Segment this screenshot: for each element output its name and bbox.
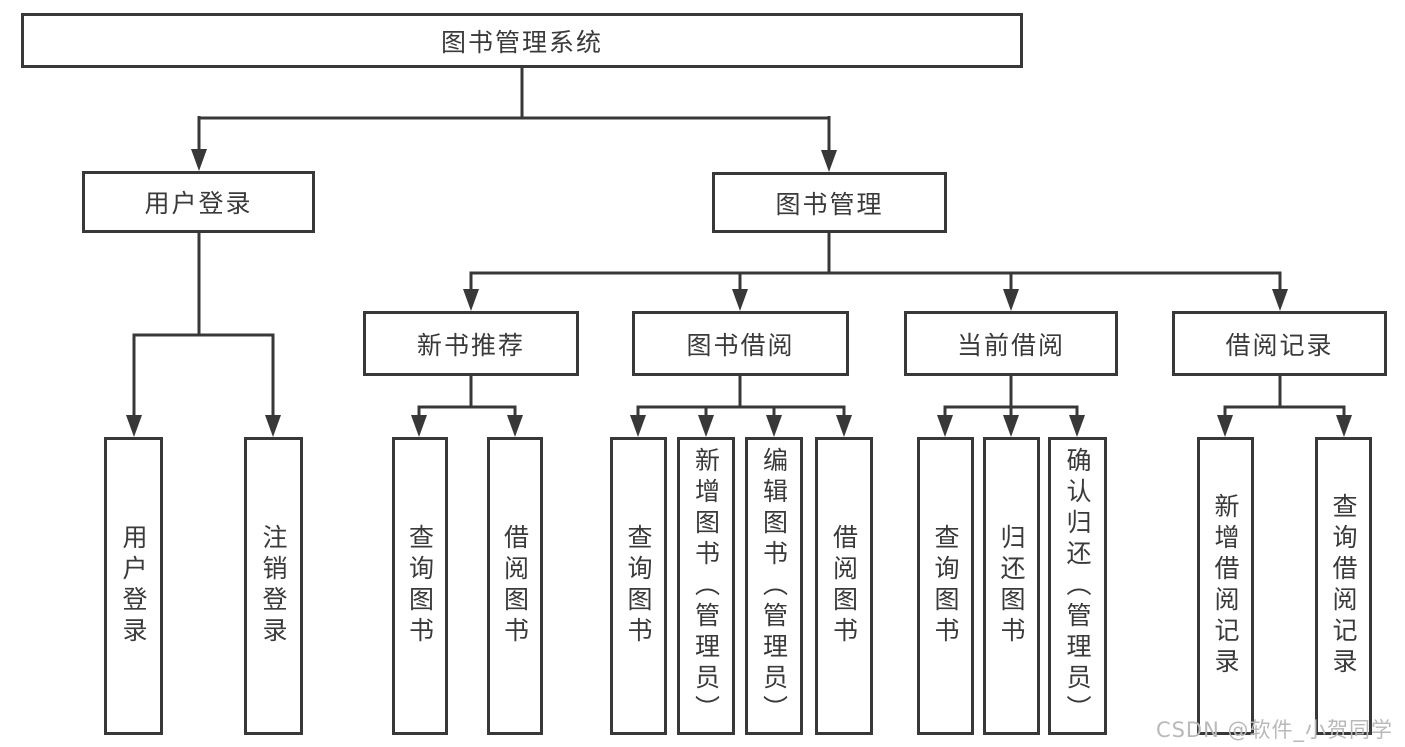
leaf-add-book-admin: 新增图书（管理员） [677, 437, 735, 735]
leaf-label: 查询图书 [405, 524, 435, 648]
leaf-label: 查询图书 [931, 524, 960, 648]
node-label: 新书推荐 [416, 330, 525, 360]
leaf-label: 查询借阅记录 [1329, 493, 1358, 679]
node-borrowing-records: 借阅记录 [1172, 311, 1387, 376]
node-library-management-system: 图书管理系统 [21, 13, 1023, 68]
connector-new-book-branch [417, 376, 517, 419]
leaf-user-login: 用户登录 [104, 437, 163, 735]
connector-book-management-branch [469, 233, 1282, 293]
leaf-label: 查询图书 [624, 524, 653, 648]
node-label: 图书管理 [775, 189, 884, 219]
leaf-label: 用户登录 [119, 524, 148, 648]
leaf-return-book: 归还图书 [983, 437, 1040, 735]
leaf-confirm-return-admin: 确认归还（管理员） [1048, 437, 1107, 735]
leaf-label: 归还图书 [997, 524, 1026, 648]
leaf-label: 编辑图书（管理员） [759, 446, 789, 726]
connector-book-borrow-branch [636, 376, 846, 419]
leaf-label: 新增图书（管理员） [691, 446, 721, 726]
node-label: 用户登录 [144, 189, 253, 218]
connector-borrow-record-branch [1223, 376, 1346, 419]
node-book-borrowing: 图书借阅 [632, 311, 849, 376]
leaf-label: 注销登录 [259, 524, 288, 648]
leaf-label: 借阅图书 [829, 524, 859, 648]
leaf-logout: 注销登录 [244, 437, 303, 735]
node-new-book-recommendation: 新书推荐 [363, 311, 579, 376]
arrowhead-icons [126, 149, 1352, 437]
leaf-query-borrow-record: 查询借阅记录 [1315, 437, 1372, 735]
leaf-label: 确认归还（管理员） [1063, 446, 1092, 726]
leaf-query-books-recommend: 查询图书 [392, 437, 448, 735]
node-book-management: 图书管理 [712, 172, 947, 233]
leaf-label: 借阅图书 [500, 524, 530, 648]
connector-user-login-branch [132, 233, 275, 419]
connector-current-borrow-branch [943, 376, 1079, 419]
node-current-borrowing: 当前借阅 [904, 311, 1118, 376]
leaf-edit-book-admin: 编辑图书（管理员） [745, 437, 803, 735]
node-user-login: 用户登录 [82, 171, 315, 233]
csdn-watermark: CSDN @软件_小贺同学 [1155, 718, 1393, 742]
leaf-borrow-books-borrowing: 借阅图书 [815, 437, 873, 735]
node-label: 借阅记录 [1225, 330, 1334, 360]
leaf-query-books-borrowing: 查询图书 [610, 437, 667, 735]
connector-root-branch [197, 68, 831, 154]
leaf-query-books-current: 查询图书 [917, 437, 974, 735]
leaf-add-borrow-record: 新增借阅记录 [1197, 437, 1254, 735]
leaf-label: 新增借阅记录 [1211, 493, 1240, 679]
node-label: 图书借阅 [686, 330, 795, 360]
node-label: 当前借阅 [956, 330, 1065, 360]
leaf-borrow-books-recommend: 借阅图书 [487, 437, 543, 735]
node-label: 图书管理系统 [440, 27, 603, 57]
